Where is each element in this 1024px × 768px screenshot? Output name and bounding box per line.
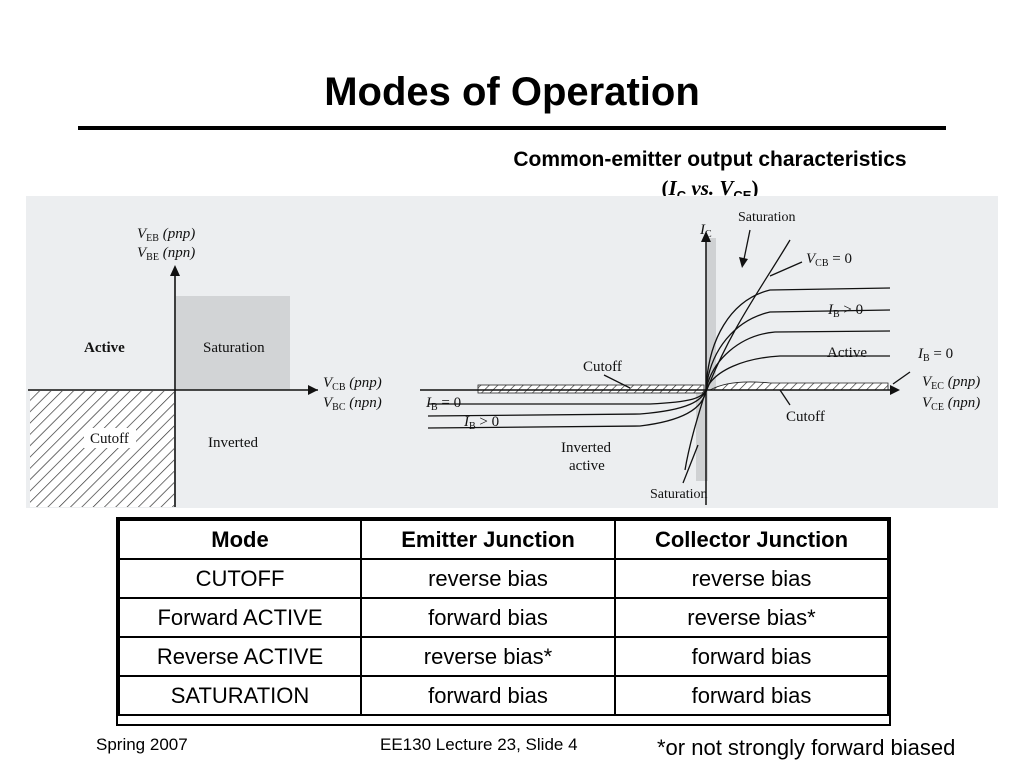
vce-npn-label: VCE (npn)	[922, 395, 980, 413]
vcb-zero-label: VCB = 0	[806, 251, 852, 269]
region-inverted-label: Inverted	[208, 435, 258, 451]
ib-zero-left-label: IB = 0	[425, 395, 461, 413]
table-row: Reverse ACTIVE reverse bias* forward bia…	[118, 636, 889, 677]
ib-zero-right-pointer	[892, 371, 911, 385]
ib-positive-top-label: IB > 0	[827, 302, 863, 320]
table-row: SATURATION forward bias forward bias	[118, 675, 889, 716]
vec-pnp-label: VEC (pnp)	[922, 374, 980, 392]
veb-pnp-label: VEB (pnp)	[137, 226, 195, 244]
mode-cell: CUTOFF	[118, 558, 362, 599]
cutoff-right-label: Cutoff	[786, 409, 825, 425]
collector-cell: forward bias	[614, 675, 889, 716]
figure-caption: Common-emitter output characteristics (I…	[440, 146, 980, 210]
mode-cell: Forward ACTIVE	[118, 597, 362, 638]
table-row: Forward ACTIVE forward bias reverse bias…	[118, 597, 889, 638]
emitter-cell: forward bias	[360, 597, 616, 638]
collector-cell: reverse bias	[614, 558, 889, 599]
footer-slide-info: EE130 Lecture 23, Slide 4	[380, 735, 578, 754]
vcb-pnp-label: VCB (pnp)	[323, 375, 382, 393]
ic-axis-label: IC	[699, 222, 712, 240]
cutoff-left-label: Cutoff	[583, 359, 622, 375]
curve-ib-mid	[705, 309, 891, 391]
vbe-npn-label: VBE (npn)	[137, 245, 195, 263]
saturation-bottom-label: Saturation	[650, 487, 708, 502]
curve-inv-3	[428, 389, 707, 405]
ib-zero-right-label: IB = 0	[917, 346, 953, 364]
curve-ib-low	[705, 330, 891, 391]
mode-cell: Reverse ACTIVE	[118, 636, 362, 677]
table-row: CUTOFF reverse bias reverse bias	[118, 558, 889, 599]
inverted-active-label-1: Inverted	[561, 440, 611, 456]
curve-vcb-zero	[705, 239, 791, 393]
cutoff-left-pointer	[603, 374, 631, 389]
saturation-band-top	[706, 238, 716, 390]
caption-line-1: Common-emitter output characteristics	[513, 148, 907, 171]
saturation-bottom-pointer	[682, 444, 699, 484]
cutoff-right-pointer	[779, 389, 791, 406]
left-horizontal-arrow	[308, 385, 318, 395]
collector-cell: reverse bias*	[614, 597, 889, 638]
curve-ib-high	[705, 287, 891, 391]
table-footnote: *or not strongly forward biased	[657, 735, 956, 760]
emitter-cell: reverse bias*	[360, 636, 616, 677]
left-vertical-arrow	[170, 265, 180, 276]
table-header-row: Mode Emitter Junction Collector Junction	[118, 519, 889, 560]
slide-title: Modes of Operation	[324, 70, 700, 114]
header-collector-junction: Collector Junction	[614, 519, 889, 560]
header-mode: Mode	[118, 519, 362, 560]
cutoff-region	[30, 391, 174, 507]
cutoff-label-box	[84, 428, 136, 448]
curve-inv-sat	[684, 389, 707, 471]
active-label: Active	[827, 345, 867, 361]
region-active-label: Active	[84, 340, 125, 356]
vbc-npn-label: VBC (npn)	[323, 395, 382, 413]
mode-cell: SATURATION	[118, 675, 362, 716]
cutoff-band-left	[477, 384, 705, 394]
emitter-cell: reverse bias	[360, 558, 616, 599]
caption-line-2: (IC vs. VCE)	[661, 176, 759, 203]
region-cutoff-label: Cutoff	[90, 431, 129, 447]
saturation-top-arrowhead	[739, 257, 748, 268]
inverted-active-label-2: active	[569, 458, 605, 474]
header-emitter-junction: Emitter Junction	[360, 519, 616, 560]
footer-date: Spring 2007	[96, 735, 188, 754]
saturation-top-label: Saturation	[738, 210, 796, 225]
output-characteristics-plot: IC Saturation VCB = 0 IB > 0 Active IB =…	[420, 210, 980, 505]
emitter-cell: forward bias	[360, 675, 616, 716]
vcb-zero-pointer	[769, 261, 803, 277]
title-underline	[78, 126, 946, 130]
cutoff-band-right	[709, 381, 889, 391]
junction-bias-plane: VEB (pnp) VBE (npn) VCB (pnp) VBC (npn) …	[28, 226, 382, 507]
ic-axis-arrow	[701, 231, 711, 242]
right-horizontal-arrow	[890, 385, 900, 395]
operation-modes-table: Mode Emitter Junction Collector Junction…	[118, 519, 889, 716]
collector-cell: forward bias	[614, 636, 889, 677]
saturation-region	[176, 296, 290, 390]
ib-positive-left-label: IB > 0	[463, 414, 499, 432]
region-saturation-label: Saturation	[203, 340, 265, 356]
